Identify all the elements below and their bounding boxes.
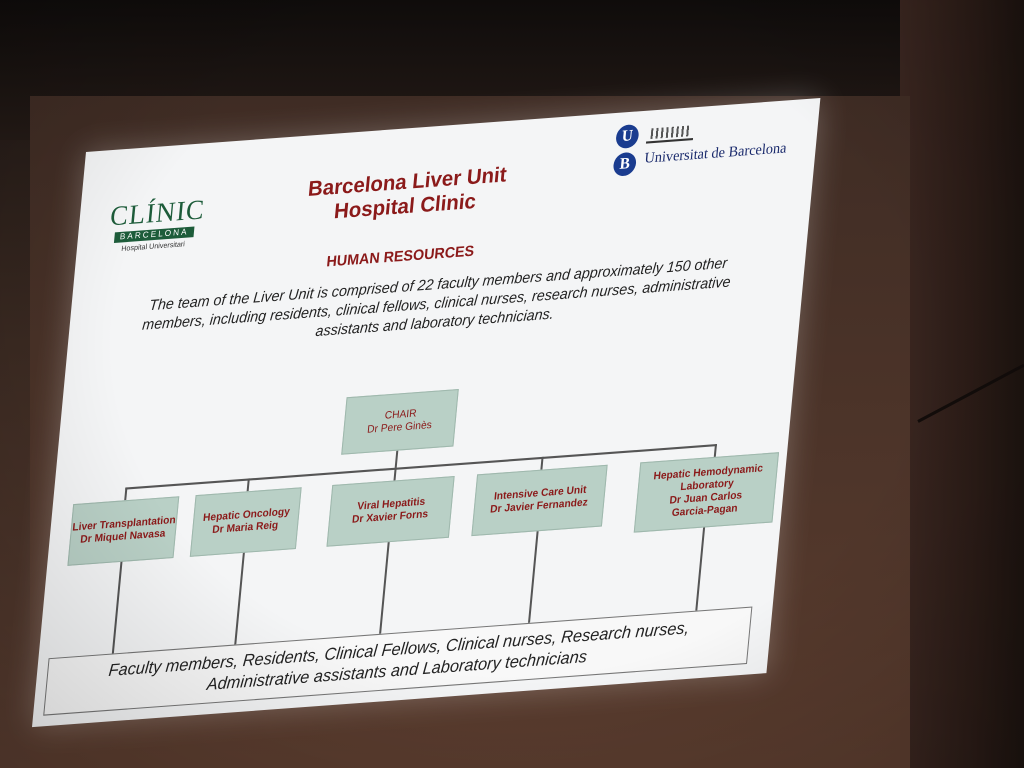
staff-drop-5 [695,527,706,611]
staff-drop-3 [379,542,390,634]
chair-connector [394,450,399,468]
ub-logo: U B Universitat de Barcelona [611,109,811,187]
ub-logo-b: B [612,151,638,177]
unit-drop-4 [540,456,544,470]
unit-box-hepatic-hemodynamic: Hepatic Hemodynamic Laboratory Dr Juan C… [633,452,780,533]
slide-perspective: CLÍNIC BARCELONA Hospital Universitari U… [32,98,821,728]
ub-building-icon [645,120,695,144]
clinic-logo-brand: CLÍNIC [108,193,207,232]
staff-drop-2 [234,552,245,645]
slide-title: Barcelona Liver Unit Hospital Clinic [230,158,581,232]
unit-drop-5 [713,444,717,457]
unit-box-liver-transplantation: Liver Transplantation Dr Miquel Navasa [67,496,180,566]
ub-logo-name: Universitat de Barcelona [643,140,788,168]
unit-drop-1 [124,487,128,501]
unit-box-viral-hepatitis: Viral Hepatitis Dr Xavier Forns [326,476,455,547]
ub-logo-u: U [615,123,640,150]
unit-drop-3 [393,467,397,481]
clinic-logo: CLÍNIC BARCELONA Hospital Universitari [107,193,207,255]
intro-text: The team of the Liver Unit is comprised … [107,250,765,356]
unit-drop-2 [246,478,250,492]
projected-slide: CLÍNIC BARCELONA Hospital Universitari U… [32,98,821,728]
unit-box-intensive-care: Intensive Care Unit Dr Javier Fernandez [471,464,608,537]
right-wall [900,0,1024,768]
staff-drop-1 [111,561,123,654]
unit-box-hepatic-oncology: Hepatic Oncology Dr Maria Reig [189,487,302,557]
chair-box: CHAIR Dr Pere Ginès [341,389,459,455]
staff-drop-4 [528,531,539,623]
